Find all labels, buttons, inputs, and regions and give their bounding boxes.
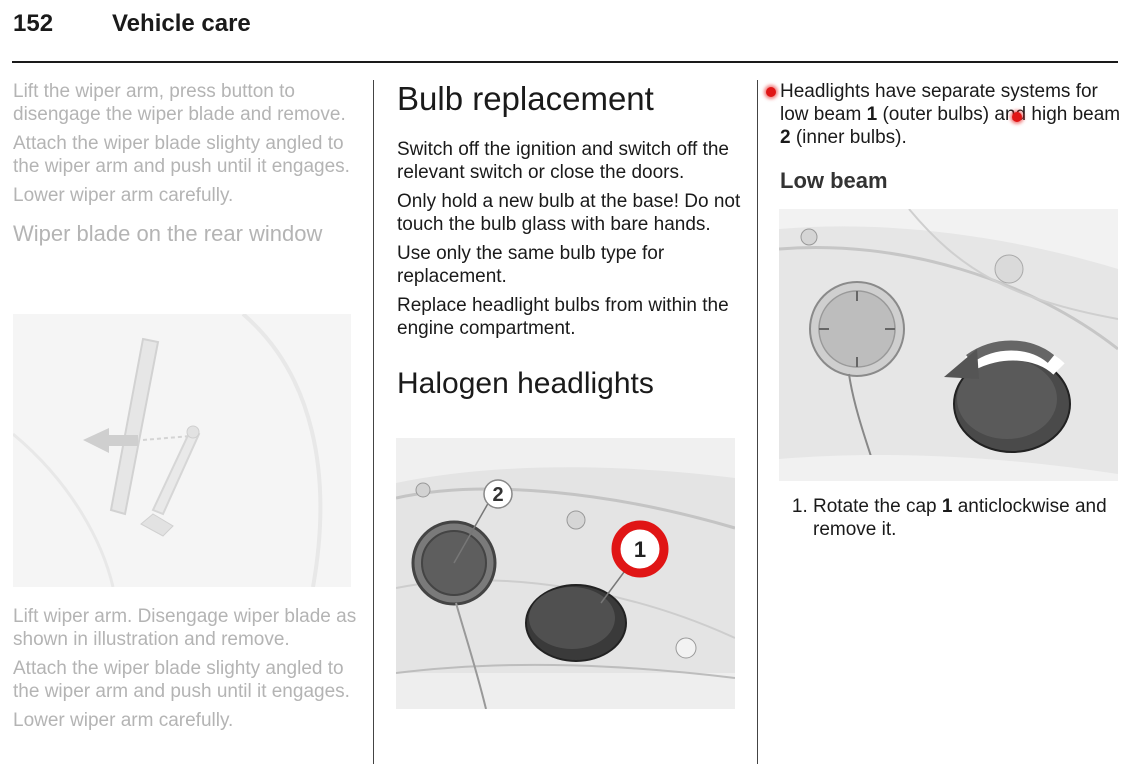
middle-column: Bulb replacement Switch off the ignition… (397, 80, 742, 403)
rear-wiper-step-1: Lift wiper arm. Disengage wiper blade as… (13, 606, 357, 650)
low-beam-heading: Low beam (780, 168, 888, 193)
column-divider-left (373, 80, 374, 764)
halogen-headlight-illustration: 2 1 (396, 438, 735, 709)
bulb-replacement-heading: Bulb replacement (397, 80, 654, 117)
low-beam-illustration (779, 209, 1118, 481)
low-beam-step-1: Rotate the cap 1 anticlockwise and remov… (813, 495, 1125, 541)
callout-2: 2 (492, 484, 503, 506)
wiper-step-3: Lower wiper arm carefully. (13, 185, 234, 206)
bulb-instruction-1: Switch off the ignition and switch off t… (397, 139, 729, 183)
right-column: Headlights have separate systems for low… (766, 80, 1125, 194)
page-number: 152 (13, 10, 54, 37)
bulb-instruction-3: Use only the same bulb type for replacem… (397, 243, 665, 287)
halogen-headlights-heading: Halogen headlights (397, 367, 654, 400)
header-rule (12, 61, 1118, 63)
left-column: Lift the wiper arm, press button to dise… (13, 80, 358, 247)
bulb-instruction-4: Replace headlight bulbs from within the … (397, 295, 729, 339)
rear-wiper-step-2: Attach the wiper blade slighty angled to… (13, 658, 350, 702)
chapter-title: Vehicle care (112, 10, 251, 37)
page-header: 152 Vehicle care (0, 0, 1139, 64)
rear-wiper-step-3: Lower wiper arm carefully. (13, 710, 234, 731)
callout-1: 1 (634, 537, 646, 562)
left-column-lower: Lift wiper arm. Disengage wiper blade as… (13, 605, 358, 738)
headlight-systems-text: Headlights have separate systems for low… (766, 80, 1125, 149)
rear-wiper-heading: Wiper blade on the rear window (13, 221, 323, 246)
low-beam-steps: Rotate the cap 1 anticlockwise and remov… (780, 495, 1125, 541)
red-highlight-dot (1012, 112, 1022, 122)
rear-wiper-illustration (13, 314, 351, 587)
right-column-steps: Rotate the cap 1 anticlockwise and remov… (780, 495, 1125, 541)
wiper-step-1: Lift the wiper arm, press button to dise… (13, 81, 346, 125)
column-divider-right (757, 80, 758, 764)
wiper-step-2: Attach the wiper blade slighty angled to… (13, 133, 350, 177)
red-highlight-dot (766, 87, 776, 97)
bulb-instruction-2: Only hold a new bulb at the base! Do not… (397, 191, 741, 235)
